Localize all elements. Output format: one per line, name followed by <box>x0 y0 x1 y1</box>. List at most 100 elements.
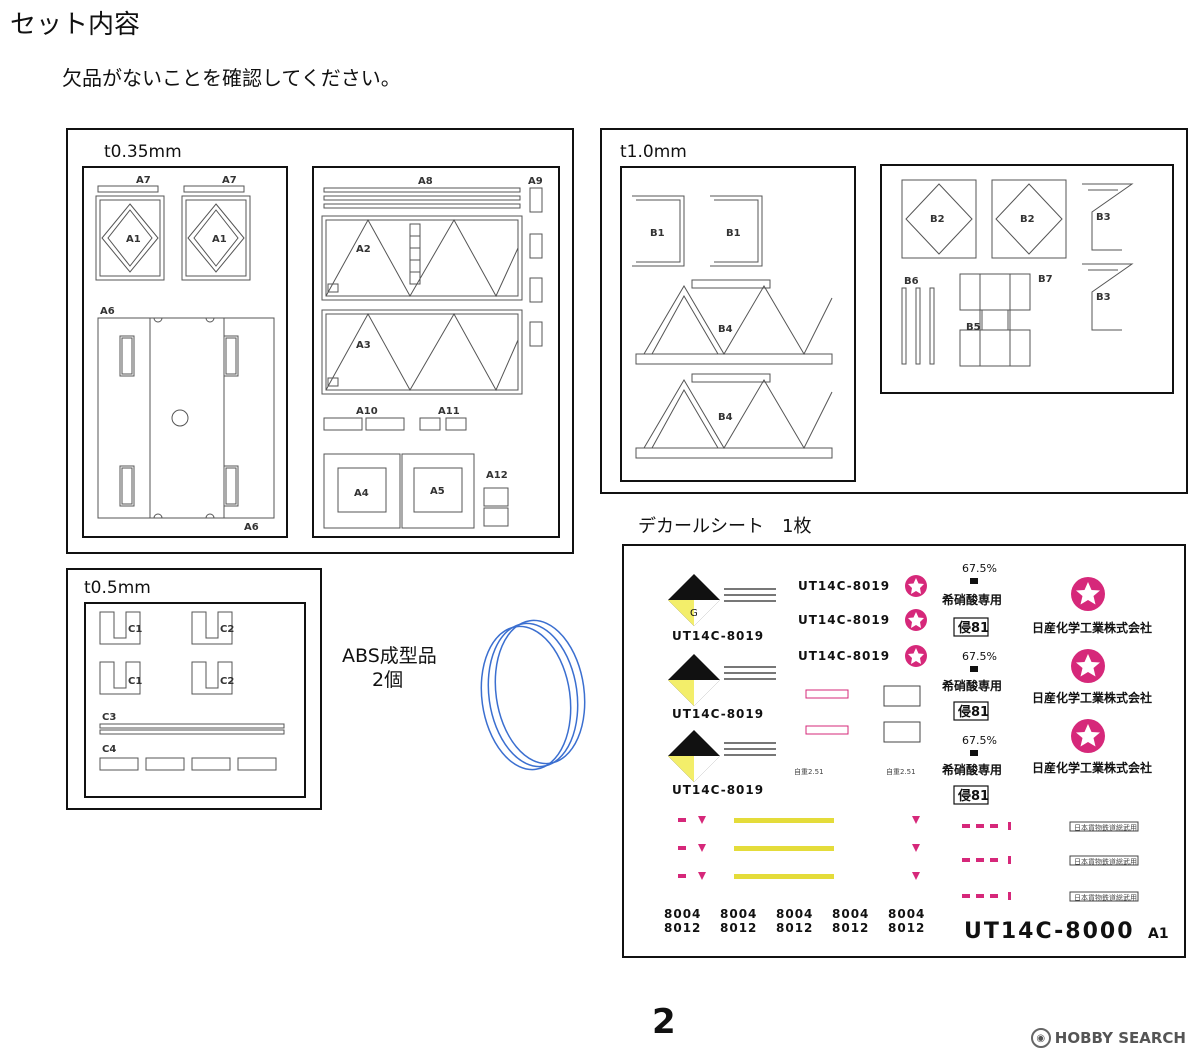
sprue-frame-left: A7 A7 A1 A1 A6 A6 <box>82 166 288 538</box>
g-logo-3 <box>668 730 720 782</box>
acid-label: 希硝酸専用 <box>941 592 1002 607</box>
part-label-b5: B5 <box>966 322 981 333</box>
part-label-a3: A3 <box>356 340 371 351</box>
part-label-a6: A6 <box>244 522 259 533</box>
abs-disc-drawing <box>480 619 586 771</box>
sprue-panel-10: t1.0mm B1 B1 B4 B4 <box>600 128 1188 494</box>
weight-label: 自重2.51 <box>886 767 916 776</box>
part-label-a7: A7 <box>136 175 151 186</box>
number-bottom: 8012 <box>888 921 925 935</box>
acid-label: 希硝酸専用 <box>941 762 1002 777</box>
part-label-c1: C1 <box>128 676 142 687</box>
sprue-frame-c: C1 C2 C1 C2 C3 C4 <box>84 602 306 798</box>
sprue-frame-b-left: B1 B1 B4 B4 <box>620 166 856 482</box>
part-label-b2: B2 <box>930 214 945 225</box>
abs-part-line2: 2個 <box>372 669 404 691</box>
g-logo-1: G <box>668 574 720 626</box>
rail-label: 日本貨物鉄道総武用 <box>1074 893 1137 902</box>
number-bottom: 8012 <box>664 921 701 935</box>
part-label-b4: B4 <box>718 412 733 423</box>
company-label: 日産化学工業株式会社 <box>1032 690 1152 705</box>
part-label-b2: B2 <box>1020 214 1035 225</box>
part-label-b1: B1 <box>726 228 741 239</box>
g-logo-2 <box>668 654 720 706</box>
number-top: 8004 <box>888 907 925 921</box>
star-emblem-small <box>905 575 927 667</box>
sprue-drawing-b-left: B1 B1 B4 B4 <box>632 195 833 459</box>
decal-code: UT14C-8019 <box>672 783 764 797</box>
acid-label: 希硝酸専用 <box>941 678 1002 693</box>
part-label-a8: A8 <box>418 176 433 187</box>
sprue-drawing-a-left: A7 A7 A1 A1 A6 A6 <box>95 175 275 533</box>
thickness-label: t0.35mm <box>104 142 182 162</box>
number-top: 8004 <box>832 907 869 921</box>
percent-label: 67.5% <box>962 650 997 663</box>
sprue-drawing-b-right: B2 B2 B3 B3 B6 B5 B7 <box>901 179 1134 367</box>
abs-part-label: ABS成型品 2個 <box>342 644 437 692</box>
part-label-a1: A1 <box>212 234 227 245</box>
part-label-a11: A11 <box>438 406 460 417</box>
big-code: UT14C-8000 <box>964 919 1135 944</box>
decal-code: UT14C-8019 <box>672 707 764 721</box>
sprue-panel-05: t0.5mm C1 C2 C1 C2 C3 C4 <box>66 568 322 810</box>
watermark: ◉ HOBBY SEARCH <box>1030 1028 1186 1048</box>
decal-title: デカールシート 1枚 <box>638 516 812 537</box>
watermark-text: HOBBY SEARCH <box>1054 1029 1186 1047</box>
decal-code: UT14C-8019 <box>798 613 890 627</box>
part-label-b1: B1 <box>650 228 665 239</box>
part-label-a9: A9 <box>528 176 543 187</box>
sprue-panel-035: t0.35mm A7 A7 <box>66 128 574 554</box>
thickness-label: t0.5mm <box>84 578 151 598</box>
page-number: 2 <box>652 1002 676 1042</box>
part-label-c1: C1 <box>128 624 142 635</box>
percent-label: 67.5% <box>962 562 997 575</box>
number-top: 8004 <box>664 907 701 921</box>
sprue-frame-right: A8 A9 A2 A3 A10 A11 A4 A5 A12 <box>312 166 560 538</box>
percent-label: 67.5% <box>962 734 997 747</box>
part-label-a12: A12 <box>486 470 508 481</box>
abs-part-line1: ABS成型品 <box>342 645 437 667</box>
g-logo-letter: G <box>690 608 698 619</box>
part-label-a7: A7 <box>222 175 237 186</box>
part-label-b3: B3 <box>1096 292 1111 303</box>
part-label-b6: B6 <box>904 276 919 287</box>
rail-label: 日本貨物鉄道総武用 <box>1074 823 1137 832</box>
company-label: 日産化学工業株式会社 <box>1032 760 1152 775</box>
rail-label: 日本貨物鉄道総武用 <box>1074 857 1137 866</box>
thickness-label: t1.0mm <box>620 142 687 162</box>
number-bottom: 8012 <box>776 921 813 935</box>
part-label-b3: B3 <box>1096 212 1111 223</box>
number-bottom: 8012 <box>832 921 869 935</box>
decal-code: UT14C-8019 <box>798 579 890 593</box>
part-label-a2: A2 <box>356 244 371 255</box>
sprue-drawing-a-right: A8 A9 A2 A3 A10 A11 A4 A5 A12 <box>321 176 543 529</box>
part-label-b7: B7 <box>1038 274 1053 285</box>
part-label-c4: C4 <box>102 744 116 755</box>
decal-sheet-drawing: G UT14C-8019 UT14C-8019 UT14C-8019 UT14C… <box>664 562 1169 944</box>
number-top: 8004 <box>776 907 813 921</box>
toxic-label: 侵81 <box>957 620 989 636</box>
company-label: 日産化学工業株式会社 <box>1032 620 1152 635</box>
number-bottom: 8012 <box>720 921 757 935</box>
big-code-suffix: A1 <box>1148 926 1169 942</box>
part-label-c2: C2 <box>220 624 234 635</box>
watermark-icon: ◉ <box>1030 1028 1051 1048</box>
page-title: セット内容 <box>10 10 141 40</box>
part-label-a6: A6 <box>100 306 115 317</box>
part-label-a10: A10 <box>356 406 378 417</box>
part-label-a1: A1 <box>126 234 141 245</box>
part-label-a4: A4 <box>354 488 369 499</box>
decal-code: UT14C-8019 <box>672 629 764 643</box>
part-label-c2: C2 <box>220 676 234 687</box>
weight-label: 自重2.51 <box>794 767 824 776</box>
part-label-b4: B4 <box>718 324 733 335</box>
toxic-label: 侵81 <box>957 704 989 720</box>
part-label-c3: C3 <box>102 712 116 723</box>
toxic-label: 侵81 <box>957 788 989 804</box>
page-subtitle: 欠品がないことを確認してください。 <box>62 66 401 90</box>
decal-code: UT14C-8019 <box>798 649 890 663</box>
sprue-frame-b-right: B2 B2 B3 B3 B6 B5 B7 <box>880 164 1174 394</box>
part-label-a5: A5 <box>430 486 445 497</box>
star-emblem-large <box>1071 577 1105 753</box>
decal-sheet: G UT14C-8019 UT14C-8019 UT14C-8019 UT14C… <box>622 544 1186 958</box>
